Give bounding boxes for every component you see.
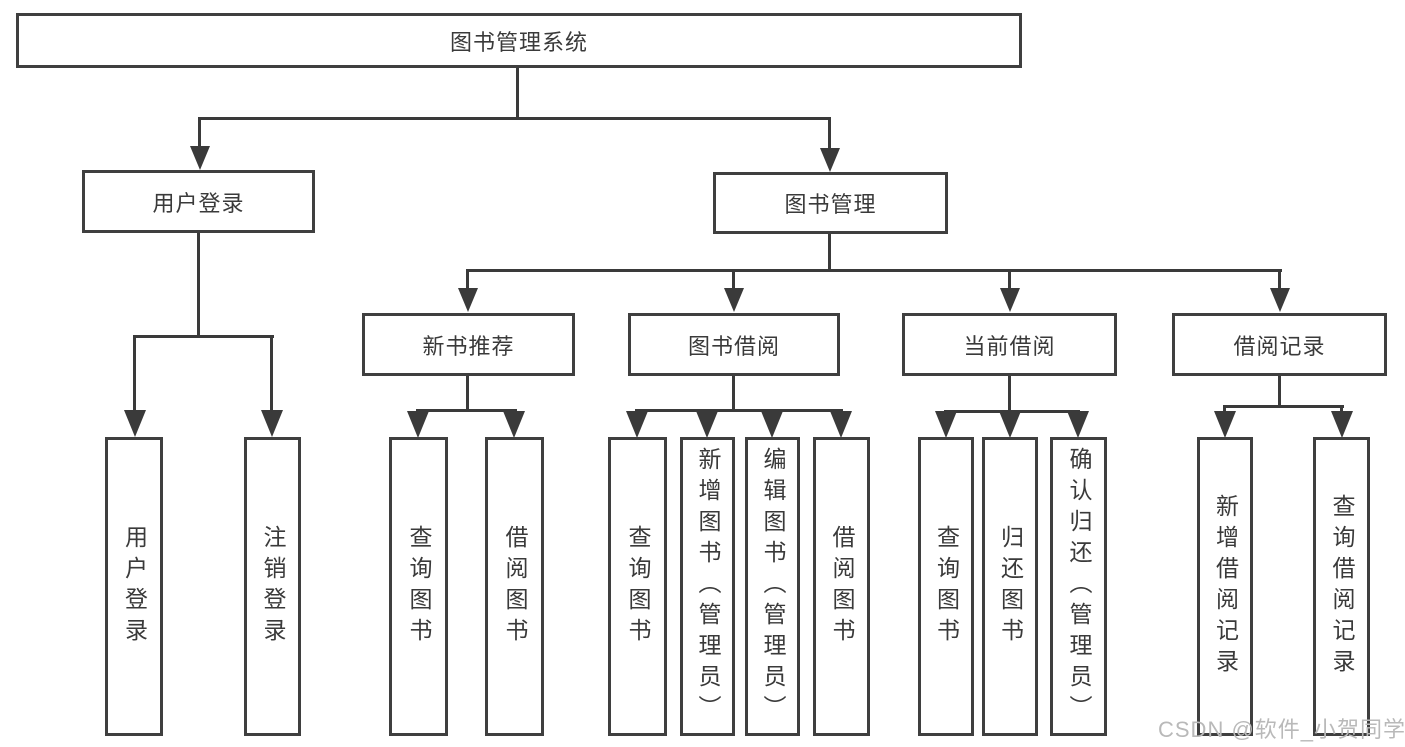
node-user-login: 用户登录 [82,170,315,233]
connector-v [1008,269,1011,289]
connector-v [198,117,201,149]
connector-h [133,335,274,338]
leaf-query-books-3: 查询图书 [918,437,974,736]
connector-h [416,409,517,412]
arrowhead [820,148,840,172]
leaf-query-books-2: 查询图书 [608,437,667,736]
arrowhead [724,288,744,312]
node-library-management-system: 图书管理系统 [16,13,1022,68]
node-label: 用户登录 [152,190,245,216]
leaf-label: 查询图书 [625,524,651,649]
leaf-label: 查询借阅记录 [1329,493,1355,680]
arrowhead [190,146,210,170]
connector-v [516,68,519,118]
connector-h [1223,405,1344,408]
connector-h [466,269,1282,272]
arrowhead [458,288,478,312]
connector-v [828,234,831,270]
leaf-edit-book-admin: 编辑图书（管理员） [745,437,800,736]
connector-v [133,335,136,411]
leaf-label: 用户登录 [121,524,148,649]
leaf-borrow-books-2: 借阅图书 [813,437,870,736]
node-label: 图书管理系统 [449,29,588,55]
leaf-add-book-admin: 新增图书（管理员） [680,437,735,736]
arrowhead [503,411,525,438]
node-label: 当前借阅 [963,333,1056,359]
connector-v [270,335,273,411]
arrowhead [1214,411,1236,438]
arrowhead [626,411,648,438]
arrowhead [1067,411,1089,438]
arrowhead [696,411,718,438]
leaf-confirm-return-admin: 确认归还（管理员） [1050,437,1107,736]
arrowhead [935,411,957,438]
connector-h [635,409,843,412]
leaf-label: 新增图书（管理员） [695,447,721,726]
leaf-label: 查询图书 [406,524,432,649]
leaf-return-book: 归还图书 [982,437,1038,736]
arrowhead [1270,288,1290,312]
connector-v [466,376,469,410]
leaf-user-login: 用户登录 [105,437,163,736]
connector-v [732,269,735,289]
arrowhead [407,411,429,438]
leaf-label: 借阅图书 [829,524,855,649]
node-borrowing-records: 借阅记录 [1172,313,1387,376]
leaf-add-borrow-record: 新增借阅记录 [1197,437,1253,736]
connector-v [732,376,735,410]
arrowhead [124,410,146,437]
leaf-query-books: 查询图书 [389,437,448,736]
leaf-label: 查询图书 [933,524,960,649]
leaf-logout: 注销登录 [244,437,301,736]
leaf-label: 归还图书 [997,524,1024,649]
arrowhead [999,411,1021,438]
connector-v [466,269,469,289]
connector-v [197,233,200,335]
node-label: 图书管理 [784,192,877,217]
node-label: 图书借阅 [687,333,780,359]
arrowhead [761,411,783,438]
node-label: 新书推荐 [422,333,515,359]
arrowhead [261,410,283,437]
leaf-label: 确认归还（管理员） [1066,447,1092,726]
arrowhead [1331,411,1353,438]
leaf-label: 借阅图书 [502,524,528,649]
leaf-borrow-books: 借阅图书 [485,437,544,736]
connector-v [1008,376,1011,411]
node-current-borrowing: 当前借阅 [902,313,1117,376]
leaf-label: 注销登录 [260,524,286,649]
node-book-management: 图书管理 [713,172,948,234]
leaf-label: 新增借阅记录 [1212,493,1239,680]
leaf-query-borrow-record: 查询借阅记录 [1313,437,1370,736]
arrowhead [1000,288,1020,312]
node-label: 借阅记录 [1233,333,1326,359]
leaf-label: 编辑图书（管理员） [760,447,786,726]
connector-v [1340,405,1343,415]
arrowhead [830,411,852,438]
node-book-borrowing: 图书借阅 [628,313,840,376]
connector-v [1278,376,1281,406]
connector-h [198,117,831,120]
connector-v [828,117,831,151]
watermark: CSDN @软件_小贺同学 [1158,717,1405,742]
connector-v [1278,269,1281,289]
connector-v [1223,405,1226,415]
node-new-book-recommend: 新书推荐 [362,313,575,376]
